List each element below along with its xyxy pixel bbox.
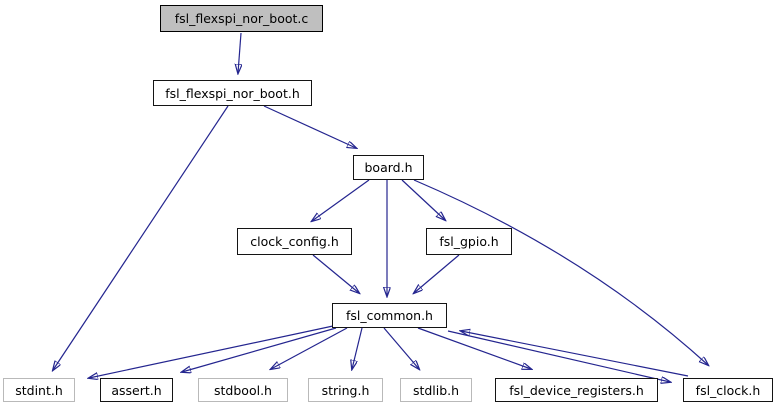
edge-clock-config-h-to-fsl-common-h	[312, 254, 359, 293]
node-fsl-flexspi-nor-boot-c: fsl_flexspi_nor_boot.c	[160, 5, 323, 32]
edge-fsl-common-h-to-string-h	[352, 327, 363, 369]
node-assert-h[interactable]: assert.h	[100, 378, 173, 402]
node-stdbool-h: stdbool.h	[198, 378, 288, 402]
edge-boot-h-to-board-h	[263, 105, 356, 148]
node-string-h: string.h	[308, 378, 383, 402]
node-stdlib-h: stdlib.h	[400, 378, 472, 402]
edge-boot-h-to-stdint-h	[53, 105, 229, 370]
edge-board-h-to-fsl-clock-h	[413, 179, 708, 365]
edge-fsl-common-h-to-stdint-h	[89, 325, 334, 378]
edge-board-h-to-clock-config-h	[312, 179, 370, 221]
node-board-h[interactable]: board.h	[353, 155, 424, 180]
node-stdint-h: stdint.h	[3, 378, 75, 402]
node-fsl-gpio-h[interactable]: fsl_gpio.h	[426, 228, 512, 255]
node-fsl-flexspi-nor-boot-h[interactable]: fsl_flexspi_nor_boot.h	[153, 80, 312, 106]
node-fsl-common-h[interactable]: fsl_common.h	[332, 303, 447, 328]
node-fsl-device-registers-h[interactable]: fsl_device_registers.h	[495, 378, 658, 402]
edge-board-h-to-fsl-gpio-h	[401, 179, 445, 220]
node-clock-config-h[interactable]: clock_config.h	[237, 228, 352, 255]
edge-boot-c-to-boot-h	[238, 32, 241, 73]
edge-fsl-common-h-to-fsl-clock-h	[447, 330, 670, 382]
edge-fsl-gpio-h-to-fsl-common-h	[414, 254, 460, 293]
edge-fsl-common-h-to-stdbool-h	[271, 327, 348, 369]
edge-fsl-common-h-to-fsl-device-registers-h	[417, 327, 531, 369]
edge-fsl-common-h-to-stdlib-h	[383, 327, 419, 369]
node-fsl-clock-h[interactable]: fsl_clock.h	[683, 378, 773, 402]
edge-fsl-common-h-to-assert-h	[182, 327, 337, 372]
edge-fsl-clock-h-to-fsl-common-h	[461, 331, 689, 377]
